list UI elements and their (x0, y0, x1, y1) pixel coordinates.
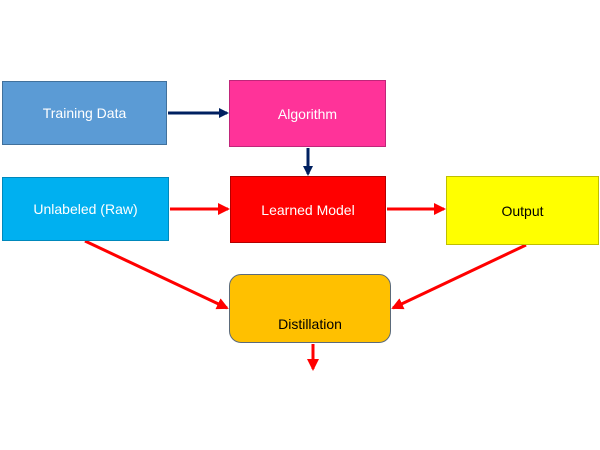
distillation-box: Distillation (229, 274, 391, 343)
unlabeled-raw-label: Unlabeled (Raw) (33, 201, 138, 217)
arrow-output-to-distillation (391, 243, 527, 310)
algorithm-box: Algorithm (229, 80, 386, 147)
unlabeled-raw-box: Unlabeled (Raw) (2, 177, 169, 241)
training-data-label: Training Data (42, 105, 127, 121)
learned-model-box: Learned Model (230, 176, 386, 243)
training-data-box: Training Data (2, 81, 167, 145)
arrow-unlabeled-to-distillation (84, 239, 229, 310)
learned-model-label: Learned Model (261, 201, 355, 218)
distillation-label: Distillation (278, 316, 342, 332)
output-box: Output (446, 176, 599, 245)
algorithm-label: Algorithm (277, 105, 338, 122)
output-label: Output (501, 202, 544, 219)
